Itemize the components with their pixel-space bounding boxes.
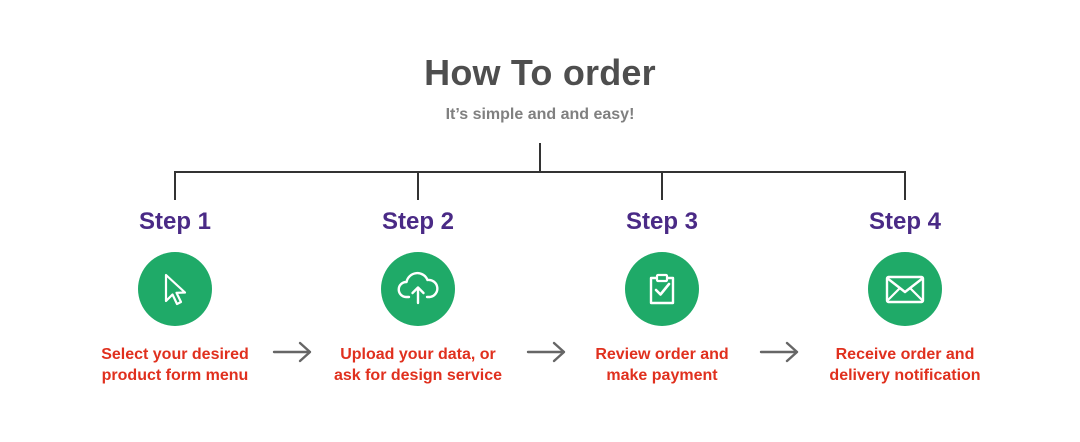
step-label: Step 1 — [138, 208, 212, 235]
step-label: Step 2 — [381, 208, 455, 235]
step-icon-circle — [138, 252, 212, 326]
step-description: Review order and make payment — [542, 344, 782, 386]
envelope-icon — [885, 275, 925, 304]
step-icon-circle — [868, 252, 942, 326]
step-icon-circle — [625, 252, 699, 326]
cursor-icon — [164, 273, 187, 306]
arrow-right-icon — [526, 341, 566, 363]
step-description: Receive order and delivery notification — [785, 344, 1025, 386]
step-description-line: product form menu — [101, 367, 249, 384]
step-description-line: Receive order and — [835, 346, 975, 363]
step-description-line: Upload your data, or — [340, 346, 496, 363]
step-1: Step 1 Select your desired product form … — [55, 206, 295, 386]
step-label: Step 4 — [868, 208, 942, 235]
step-label: Step 3 — [625, 208, 699, 235]
step-description: Upload your data, or ask for design serv… — [298, 344, 538, 386]
step-3: Step 3 Review order and make payment — [542, 206, 782, 386]
step-4: Step 4 Receive order and delivery notifi… — [785, 206, 1025, 386]
cloud-upload-icon — [397, 271, 439, 305]
arrow-right-icon — [272, 341, 312, 363]
step-description-line: Select your desired — [101, 346, 249, 363]
page-title: How To order — [424, 52, 656, 93]
step-description-line: delivery notification — [829, 367, 981, 384]
arrow-right-icon — [759, 341, 799, 363]
step-description-line: ask for design service — [333, 367, 503, 384]
step-description-line: make payment — [606, 367, 718, 384]
step-icon-circle — [381, 252, 455, 326]
step-2: Step 2 Upload your data, or ask for desi… — [298, 206, 538, 386]
page-subtitle: It’s simple and and easy! — [445, 106, 635, 123]
step-description-line: Review order and — [595, 346, 729, 363]
step-description: Select your desired product form menu — [55, 344, 295, 386]
clipboard-check-icon — [649, 273, 675, 305]
